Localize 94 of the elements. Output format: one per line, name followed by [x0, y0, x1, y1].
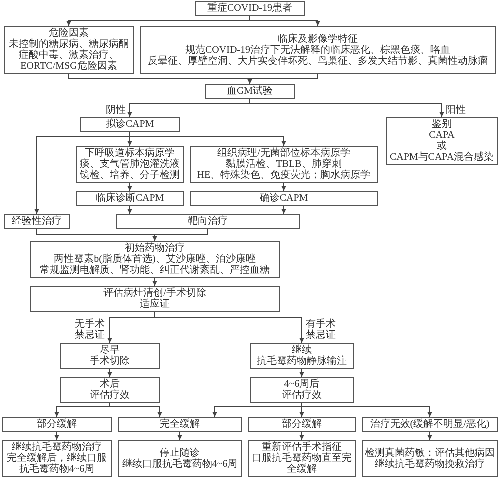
- process-box: [118, 417, 242, 432]
- box-text: 下呼吸道标本病原学: [85, 148, 175, 159]
- process-box: [140, 26, 496, 74]
- process-box: [60, 343, 160, 369]
- box-text: 临床及影像学特征: [278, 34, 358, 44]
- arrow: [282, 206, 286, 214]
- process-box: [4, 26, 134, 74]
- process-box: [30, 286, 280, 312]
- arrow: [54, 432, 60, 440]
- box-text: 评估疗效: [90, 390, 130, 401]
- process-box: [250, 377, 354, 403]
- box-text: 靶向治疗: [188, 216, 228, 227]
- box-text: HE、特殊染色、免疫荧光；胸水病原学: [197, 170, 371, 181]
- box-text: 反晕征、厚壁空洞、大片实变伴坏死、鸟巢征、多发大结节影、真菌性动脉瘤: [148, 56, 488, 66]
- box-text: 血GM试验: [226, 86, 274, 97]
- box-text: 痰、支气管肺泡灌洗液: [80, 159, 180, 170]
- box-text: 4~6周后: [284, 379, 320, 390]
- box-text: 或: [437, 141, 447, 152]
- box-text: 未控制的糖尿病、糖尿病酮症酸中毒、激素治疗、EORTC/MSG危险因素: [8, 39, 130, 72]
- process-box: [118, 440, 242, 477]
- arrow: [108, 368, 112, 378]
- box-text: 经验性治疗: [12, 216, 62, 227]
- process-box: [362, 440, 498, 477]
- box-text: 危险因素: [49, 28, 89, 39]
- process-box: [362, 417, 498, 432]
- box-text: 手术切除: [90, 356, 130, 367]
- process-box: [2, 440, 112, 477]
- arrow: [250, 98, 444, 118]
- process-box: [195, 1, 305, 16]
- arrow: [130, 132, 286, 146]
- box-text: CAPA: [429, 130, 455, 141]
- box-text: 抗毛霉药物静脉输注: [257, 356, 347, 367]
- box-text: 评估疗效: [282, 390, 322, 401]
- box-text: 拟诊CAPM: [106, 119, 154, 130]
- box-text: 适应证: [140, 299, 170, 310]
- box-text: 黏膜活检、TBLB、肺穿刺: [226, 159, 342, 170]
- arrow: [248, 74, 318, 84]
- process-box: [190, 191, 378, 206]
- process-box: [190, 146, 378, 183]
- box-text: 部分缓解: [37, 419, 77, 430]
- box-text: 评估病灶清创/手术切除: [104, 288, 206, 299]
- box-text: 重症COVID-19患者: [208, 3, 292, 14]
- box-text: 常规监测电解质、肾功能、纠正代谢紊乱、严控血糖: [40, 265, 270, 276]
- box-text: 完全缓解后，继续口服抗毛霉药物4~6周: [6, 453, 108, 475]
- process-box: [76, 191, 184, 206]
- process-box: [386, 117, 498, 165]
- box-text: 确诊CAPM: [260, 193, 308, 204]
- process-box: [80, 117, 180, 132]
- edge-label: 无手术禁忌证: [75, 319, 106, 341]
- box-text: 尽早: [100, 345, 120, 356]
- process-box: [205, 84, 295, 99]
- arrow: [282, 182, 286, 192]
- edge-label: 阳性: [446, 105, 466, 116]
- process-box: [116, 214, 300, 229]
- box-text: 临床诊断CAPM: [96, 193, 164, 204]
- edge-label: 有手术禁忌证: [306, 319, 337, 341]
- box-text: 继续抗毛霉药物治疗: [12, 442, 102, 453]
- box-text: 继续口服抗毛霉药物4~6周: [122, 458, 238, 470]
- process-box: [2, 417, 112, 432]
- process-box: [250, 343, 354, 369]
- process-box: [248, 417, 356, 432]
- arrow: [128, 182, 132, 192]
- process-box: [76, 146, 184, 183]
- arrow: [300, 368, 304, 378]
- box-text: 鉴别: [432, 119, 452, 130]
- box-text: 继续抗毛霉药物挽救治疗: [375, 458, 485, 470]
- arrow: [428, 432, 432, 440]
- box-text: 初始药物治疗: [125, 243, 185, 254]
- arrow: [178, 432, 182, 440]
- box-text: 术后: [100, 379, 120, 390]
- box-text: 镜检、培养、分子检测: [80, 170, 180, 181]
- box-text: 规范COVID-19治疗下无法解释的临床恶化、棕黑色痰、咯血: [186, 44, 450, 56]
- box-text: 部分缓解: [282, 419, 322, 430]
- process-box: [60, 377, 160, 403]
- box-text: 口服抗毛霉药物直至完全缓解: [251, 453, 353, 475]
- process-box: [4, 214, 70, 229]
- box-text: CAPM与CAPA混合感染: [390, 152, 494, 163]
- box-text: 两性霉素b(脂质体首选)、艾沙康唑、泊沙康唑: [54, 254, 256, 265]
- box-text: 完全缓解: [160, 419, 200, 430]
- arrow: [152, 228, 208, 242]
- arrow: [154, 312, 304, 344]
- arrow: [250, 16, 320, 26]
- edge-label: 阴性: [106, 105, 126, 116]
- box-text: 检测真菌药敏：评估其他病因: [365, 448, 495, 458]
- box-text: 继续: [292, 345, 312, 356]
- box-text: 重新评估手术指征: [262, 442, 342, 453]
- arrow: [300, 432, 304, 440]
- process-box: [248, 440, 356, 477]
- arrow: [152, 278, 158, 286]
- box-text: 组织病理/无菌部位标本病原学: [218, 148, 350, 159]
- process-box: [30, 241, 280, 278]
- arrow: [128, 206, 132, 214]
- box-text: 治疗无效(缓解不明显/恶化): [370, 419, 490, 430]
- box-text: 停止随诊: [160, 448, 200, 458]
